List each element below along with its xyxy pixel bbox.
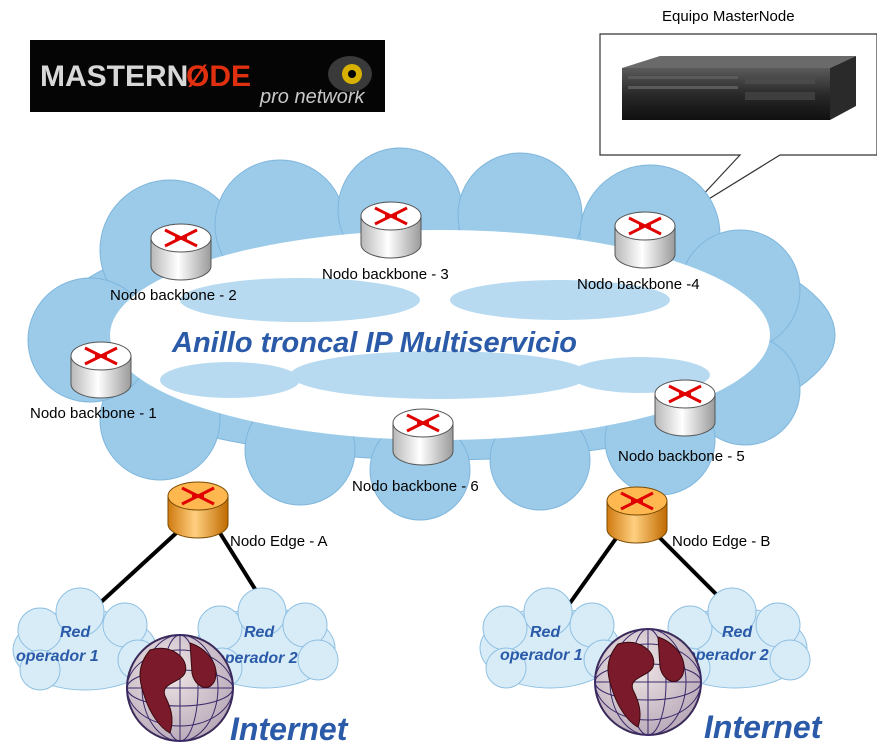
label-n5: Nodo backbone - 5 xyxy=(618,448,745,465)
eye-icon xyxy=(328,56,372,92)
left-internet-label: Internet xyxy=(230,711,349,747)
logo-tagline: pro network xyxy=(259,86,365,108)
right-cloud1-line1: Red xyxy=(530,624,561,641)
logo-text-b: ØDE xyxy=(186,60,251,93)
router-n6 xyxy=(392,408,454,466)
router-n2 xyxy=(150,223,212,281)
right-cloud1-line2: operador 1 xyxy=(500,647,583,664)
router-edge-a xyxy=(167,481,229,539)
backbone-title: Anillo troncal IP Multiservicio xyxy=(171,327,577,359)
label-n6: Nodo backbone - 6 xyxy=(352,478,479,495)
label-n2: Nodo backbone - 2 xyxy=(110,287,237,304)
label-edge-b: Nodo Edge - B xyxy=(672,533,770,550)
router-edge-b xyxy=(606,486,668,544)
label-n3: Nodo backbone - 3 xyxy=(322,266,449,283)
label-edge-a: Nodo Edge - A xyxy=(230,533,328,550)
right-internet-label: Internet xyxy=(704,709,823,745)
router-n4 xyxy=(614,211,676,269)
label-n4: Nodo backbone -4 xyxy=(577,276,700,293)
logo-text-a: MASTERN xyxy=(40,60,188,93)
left-cloud2-line2: operador 2 xyxy=(215,650,298,667)
right-cloud2-line1: Red xyxy=(722,624,753,641)
backbone-cloud xyxy=(27,147,836,521)
server-title: Equipo MasterNode xyxy=(662,8,795,25)
left-cloud2-line1: Red xyxy=(244,624,275,641)
masternode-logo: MASTERN ØDE pro network xyxy=(30,40,385,112)
router-n1 xyxy=(70,341,132,399)
right-cloud2-line2: operador 2 xyxy=(686,647,769,664)
server-callout: Equipo MasterNode xyxy=(599,8,877,214)
globe-icon xyxy=(594,628,702,736)
server-image xyxy=(622,56,856,120)
left-cloud1-line1: Red xyxy=(60,624,91,641)
label-n1: Nodo backbone - 1 xyxy=(30,405,157,422)
left-cloud1-line2: operador 1 xyxy=(16,648,99,665)
router-n5 xyxy=(654,379,716,437)
router-n3 xyxy=(360,201,422,259)
globe-icon xyxy=(126,634,234,742)
cloud-left-operator-1 xyxy=(12,587,159,691)
